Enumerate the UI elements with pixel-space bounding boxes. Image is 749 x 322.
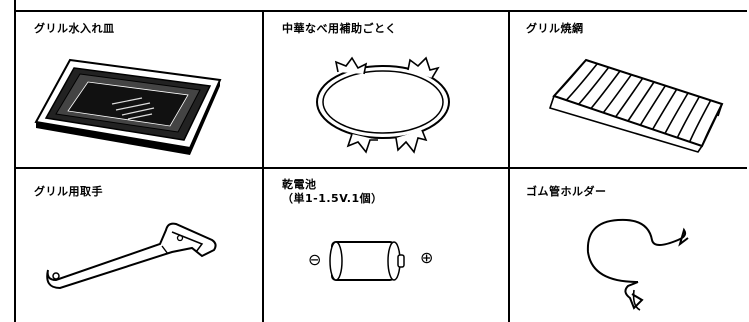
rack-wire: [565, 63, 598, 101]
accessory-label: グリル水入れ皿: [34, 22, 115, 35]
rack-wire: [664, 92, 689, 134]
wok-support-ring-icon: [316, 56, 450, 154]
hose-holder-icon: [586, 218, 689, 311]
accessory-label: 中華なべ用補助ごとく: [282, 22, 397, 35]
negative-terminal-icon: ⊖: [308, 250, 322, 269]
table-top-border: [14, 10, 747, 12]
table-column-divider: [508, 10, 510, 322]
rack-wire: [615, 77, 644, 118]
grill-water-tray-icon: [34, 58, 222, 155]
rack-wire: [627, 81, 655, 122]
battery-spec: （単1-1.5V.1個）: [282, 192, 383, 205]
rack-wire: [688, 99, 712, 143]
accessory-label: グリル用取手: [34, 185, 103, 198]
rack-wire: [676, 96, 701, 139]
accessory-label: グリル焼網: [526, 22, 584, 35]
rack-wire: [701, 103, 723, 147]
battery-icon: [329, 241, 405, 281]
rack-wire: [651, 88, 678, 130]
accessory-table: [14, 0, 747, 322]
accessory-label: ゴム管ホルダー: [526, 185, 607, 198]
battery-label: 乾電池: [282, 178, 317, 191]
table-row-divider: [14, 167, 747, 169]
rack-wire: [602, 74, 632, 114]
rack-wire: [590, 70, 621, 110]
accessory-label: 乾電池 （単1-1.5V.1個）: [282, 178, 383, 206]
grill-rack-icon: [548, 58, 724, 153]
rack-wire: [553, 59, 587, 97]
positive-terminal-icon: ⊕: [420, 248, 434, 267]
rack-wire: [578, 66, 610, 105]
rack-wire: [639, 85, 667, 126]
table-column-divider: [262, 10, 264, 322]
grill-handle-icon: [46, 222, 217, 290]
